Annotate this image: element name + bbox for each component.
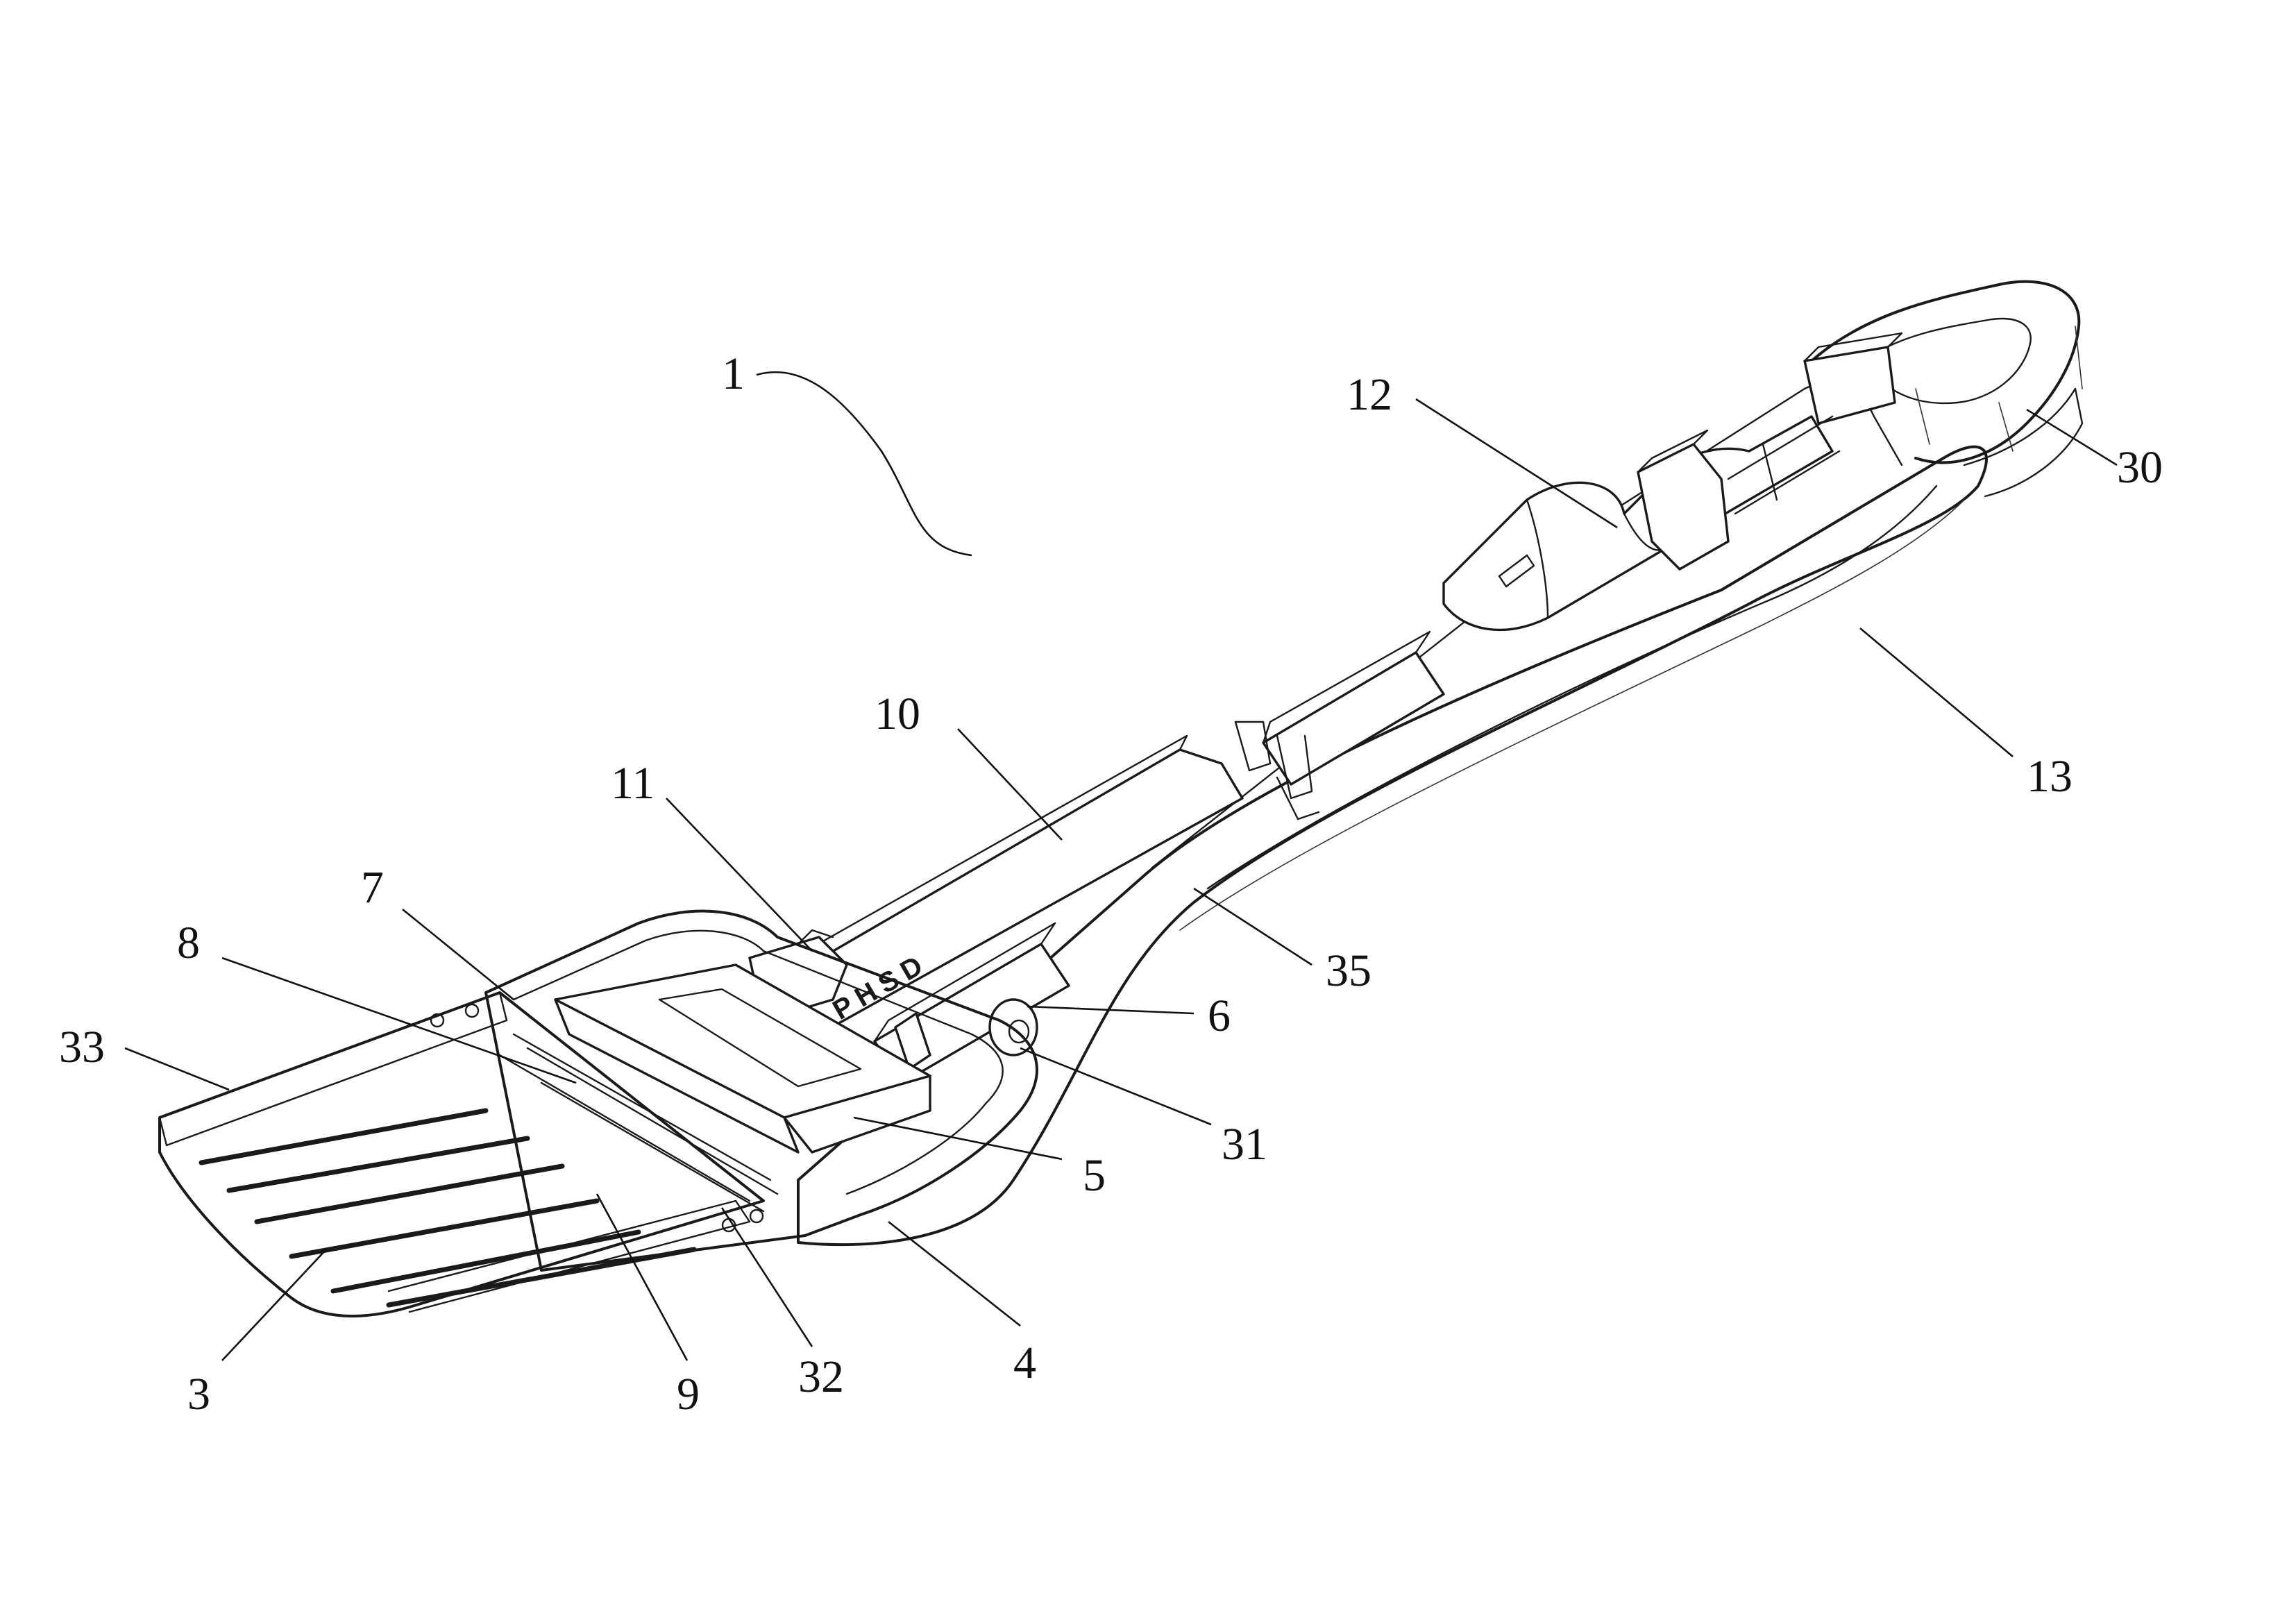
frame-hole-4 <box>750 1210 763 1222</box>
ref-label-9: 9 <box>677 1369 700 1420</box>
ref-label-4: 4 <box>1013 1338 1036 1388</box>
leader-10 <box>958 729 1062 840</box>
handle-body <box>798 447 1986 1245</box>
ref-label-10: 10 <box>875 689 920 739</box>
ref-label-35: 35 <box>1326 945 1371 996</box>
rear-mount-block <box>1805 347 1895 423</box>
leader-30 <box>2027 410 2117 465</box>
plate-rim <box>160 993 507 1145</box>
leader-35 <box>1194 888 1312 965</box>
ref-label-33: 33 <box>59 1022 105 1072</box>
ref-label-12: 12 <box>1347 369 1392 420</box>
frame-hole-2 <box>466 1004 478 1017</box>
leader-33 <box>125 1048 229 1090</box>
ref-label-30: 30 <box>2117 442 2163 493</box>
ref-label-13: 13 <box>2027 751 2073 802</box>
ref-label-5: 5 <box>1083 1150 1106 1201</box>
leader-3 <box>222 1249 326 1361</box>
end-loop-inner <box>1874 319 2031 403</box>
ref-label-3: 3 <box>187 1369 210 1420</box>
leader-12 <box>1416 399 1617 528</box>
ref-label-7: 7 <box>361 862 384 913</box>
ref-label-6: 6 <box>1208 991 1231 1041</box>
leader-31 <box>1020 1048 1211 1124</box>
ref-label-8: 8 <box>177 918 200 968</box>
ref-label-32: 32 <box>798 1351 844 1402</box>
leader-13 <box>1860 628 2013 757</box>
leader-1 <box>757 372 972 555</box>
end-loop-side <box>1916 326 2082 451</box>
ref-label-1: 1 <box>722 348 745 399</box>
leader-5 <box>854 1118 1062 1159</box>
ref-label-11: 11 <box>611 758 655 809</box>
plate-stripe-6 <box>389 1249 694 1305</box>
leader-7 <box>403 909 514 1000</box>
ref-label-31: 31 <box>1222 1119 1267 1170</box>
leader-9 <box>597 1194 687 1361</box>
device-drawing: PHSD <box>160 282 2082 1316</box>
leader-4 <box>888 1222 1020 1326</box>
reference-numerals: 1 12 30 13 10 11 7 8 33 35 6 31 5 4 3 9 … <box>59 348 2163 1420</box>
leader-11 <box>666 798 812 951</box>
